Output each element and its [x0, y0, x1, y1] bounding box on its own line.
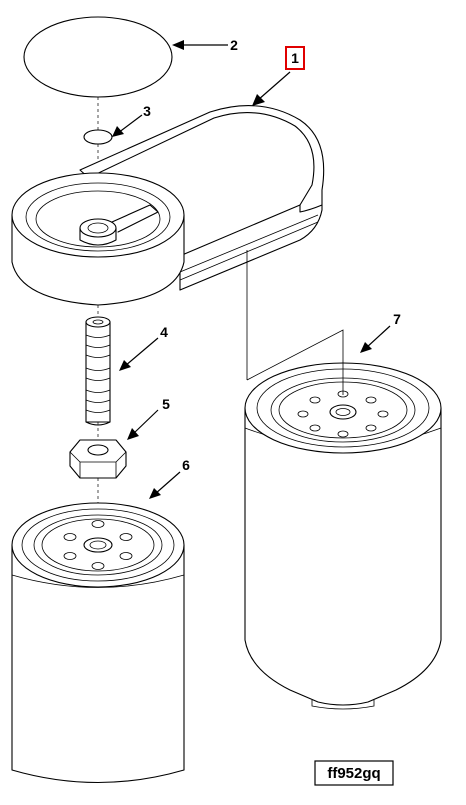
- callout-6-label: 6: [182, 457, 190, 473]
- part-7-filter: [244, 362, 442, 710]
- figure-code-box: [314, 760, 394, 786]
- part-4-stud: [85, 316, 111, 426]
- part-1-filter-head: [11, 105, 325, 306]
- callout-1-highlight-box: [285, 46, 305, 70]
- callout-1-label: 1: [291, 50, 299, 66]
- part-5-hex-nut: [69, 439, 127, 479]
- part-2-gasket: [23, 16, 173, 98]
- part-6-filter: [11, 502, 185, 784]
- figure-code: ff952gq: [327, 765, 380, 782]
- part-3-oring: [83, 129, 113, 145]
- callout-7-label: 7: [393, 311, 401, 327]
- callout-4-label: 4: [160, 324, 168, 340]
- callout-5-label: 5: [162, 396, 170, 412]
- projection-line: [246, 250, 344, 395]
- callout-3-label: 3: [143, 103, 151, 119]
- callout-arrows: [112, 40, 391, 499]
- callout-2-label: 2: [230, 37, 238, 53]
